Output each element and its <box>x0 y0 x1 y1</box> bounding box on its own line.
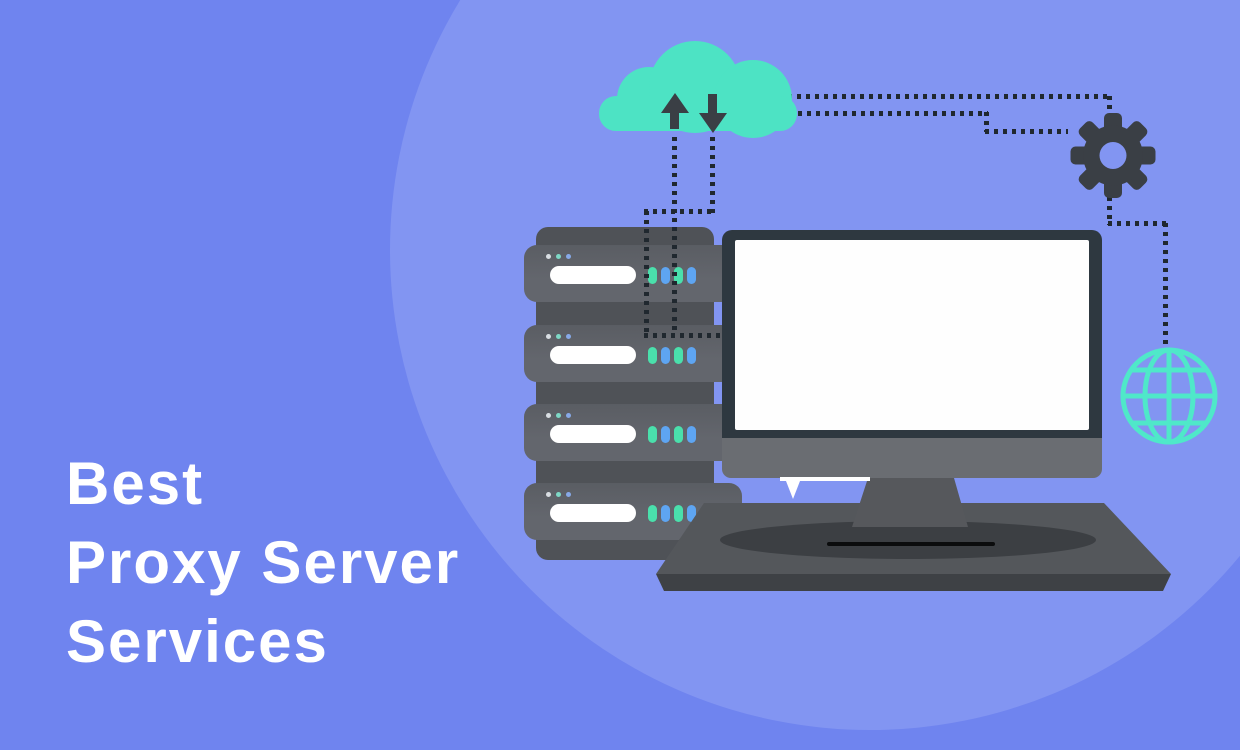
download-arrow-icon <box>699 113 727 133</box>
monitor-screen <box>735 240 1089 430</box>
led-light <box>674 505 683 522</box>
dotted-line-side-to-gear <box>985 129 1068 134</box>
server-unit <box>524 245 742 302</box>
status-dot <box>556 413 561 418</box>
status-dot <box>546 492 551 497</box>
monitor <box>722 230 1102 438</box>
headline: Best Proxy Server Services <box>66 444 460 681</box>
led-light <box>687 267 696 284</box>
download-arrow-stem <box>708 94 717 115</box>
server-unit <box>524 325 742 382</box>
dotted-line-gear-top-drop <box>1107 96 1112 114</box>
led-light <box>661 505 670 522</box>
globe-icon <box>1120 347 1218 445</box>
drive-slot <box>550 504 636 522</box>
server-unit <box>524 404 742 461</box>
monitor-highlight <box>780 477 870 481</box>
status-dot <box>546 254 551 259</box>
dotted-line-download-drop <box>710 137 715 213</box>
status-dot <box>556 254 561 259</box>
status-dot <box>556 492 561 497</box>
dotted-line-cloud-to-server <box>672 137 677 335</box>
led-light <box>674 347 683 364</box>
upload-arrow-stem <box>670 109 679 129</box>
dotted-line-gear-bottom-drop <box>1107 197 1112 225</box>
led-light <box>648 347 657 364</box>
dotted-line-gear-to-globe <box>1108 221 1168 226</box>
drive-slot <box>550 346 636 364</box>
monitor-stand-neck <box>852 478 968 527</box>
status-dot <box>566 492 571 497</box>
led-light <box>687 426 696 443</box>
upload-arrow-icon <box>661 93 689 113</box>
status-dot <box>566 254 571 259</box>
drive-slot <box>550 266 636 284</box>
dotted-line-cloud-to-gear-top <box>779 94 1111 99</box>
status-dot <box>566 334 571 339</box>
base-slot <box>827 542 995 546</box>
status-dot <box>546 334 551 339</box>
status-dot <box>546 413 551 418</box>
status-dot <box>556 334 561 339</box>
led-light <box>687 347 696 364</box>
dotted-line-to-globe <box>1163 223 1168 345</box>
led-light <box>674 267 683 284</box>
stand-base-shadow <box>720 521 1096 559</box>
led-light <box>661 426 670 443</box>
status-dot <box>566 413 571 418</box>
gear-icon <box>1070 113 1156 198</box>
platform-front <box>656 574 1171 591</box>
monitor-chin <box>722 438 1102 478</box>
drive-slot <box>550 425 636 443</box>
dotted-line-elbow-down <box>644 211 649 337</box>
dotted-line-cloud-to-gear-side <box>789 111 988 116</box>
led-light <box>648 267 657 284</box>
led-light <box>687 505 696 522</box>
headline-line-2: Proxy Server <box>66 529 461 596</box>
led-light <box>648 505 657 522</box>
dotted-line-to-monitor <box>644 333 722 338</box>
led-light <box>648 426 657 443</box>
led-light <box>661 267 670 284</box>
headline-line-3: Services <box>66 608 329 675</box>
led-light <box>661 347 670 364</box>
cloud-base <box>599 96 797 131</box>
dotted-line-side-step-down <box>984 112 989 132</box>
led-light <box>674 426 683 443</box>
headline-line-1: Best <box>66 450 205 517</box>
monitor-highlight-tail <box>786 481 800 499</box>
dotted-line-elbow-top <box>644 209 715 214</box>
